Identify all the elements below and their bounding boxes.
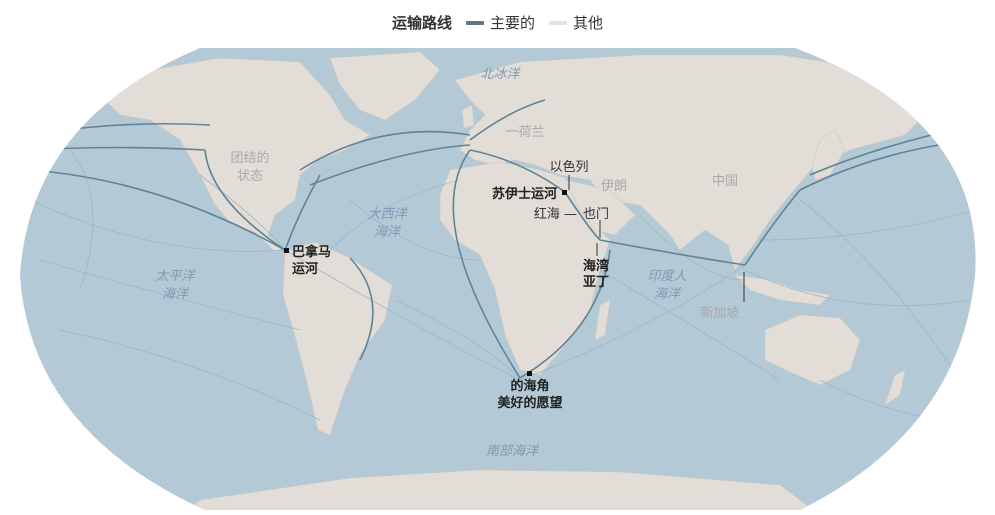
map-legend: 运输路线 主要的 其他 (0, 12, 995, 33)
route-other (29, 199, 286, 252)
route-other (349, 199, 481, 261)
region-label-usa-1: 团结的 (230, 150, 269, 166)
label-yemen: 也门 (583, 207, 609, 222)
panama-marker (284, 248, 289, 253)
legend-item-other: 其他 (549, 12, 603, 33)
label-israel: 以色列 (549, 159, 588, 175)
route-other (329, 179, 461, 251)
legend-swatch-other (549, 20, 567, 25)
antarctica-land (179, 469, 821, 510)
route-other (599, 269, 781, 381)
ocean-label-pacific-2: 海洋 (162, 287, 190, 302)
route-major-pacific-panama (29, 169, 286, 251)
route-major-caribbean (284, 174, 321, 251)
route-major-baltic (469, 99, 546, 141)
legend-title: 运输路线 (391, 14, 452, 32)
region-label-usa-2: 状态 (237, 169, 263, 184)
label-red-sea: 红海 — (534, 206, 577, 222)
route-other (519, 264, 746, 381)
madagascar-land (594, 299, 611, 341)
route-major-south-america (349, 257, 374, 361)
arabia-land (564, 179, 636, 236)
region-label-china: 中国 (712, 174, 738, 189)
australia-land (764, 314, 861, 386)
route-major-indian (599, 239, 746, 266)
major-routes (29, 99, 976, 379)
route-other (199, 174, 286, 251)
legend-label-other: 其他 (573, 14, 604, 32)
region-label-iran: 伊朗 (601, 179, 627, 194)
label-panama-1: 巴拿马 (292, 244, 331, 260)
route-major-north-atlantic (309, 144, 471, 186)
cape-marker (527, 371, 532, 376)
route-other (744, 269, 971, 307)
route-major-sea-asia (744, 189, 801, 266)
legend-swatch-major (465, 20, 484, 25)
label-singapore: 新加坡 (700, 305, 739, 321)
legend-label-major: 主要的 (489, 14, 535, 32)
new-zealand-land (884, 369, 906, 406)
label-aden-2: 亚丁 (583, 275, 609, 290)
greenland-land (329, 51, 441, 121)
route-other (394, 299, 521, 379)
route-other (39, 259, 301, 331)
label-aden-1: 海湾 (583, 258, 609, 274)
route-other (799, 199, 961, 381)
other-routes (29, 149, 976, 421)
region-label-russia: 一荷兰 (505, 125, 544, 140)
ocean-label-pacific-1: 太平洋 (155, 269, 196, 284)
route-major-atlantic-africa (452, 149, 521, 379)
land-group (99, 51, 931, 510)
route-major-red-sea (564, 191, 601, 241)
route-other (69, 149, 94, 291)
route-major-north-atlantic (299, 130, 471, 171)
label-suez: 苏伊士运河 (492, 186, 557, 202)
suez-marker (562, 190, 567, 195)
ocean-label-southern: 南部海洋 (486, 444, 540, 459)
legend-item-major: 主要的 (465, 12, 535, 33)
route-other (639, 214, 746, 281)
ocean-label-atlantic-2: 海洋 (374, 225, 402, 240)
label-cape-2: 美好的愿望 (497, 395, 562, 411)
route-major-cape (519, 249, 611, 379)
ocean-label-indian-2: 海洋 (654, 287, 682, 302)
label-panama-2: 运河 (292, 261, 318, 277)
uk-land (461, 104, 475, 129)
route-other (759, 209, 976, 241)
route-other (284, 249, 521, 381)
route-major-med (469, 149, 566, 193)
ocean-label-arctic: 北冰洋 (480, 67, 521, 82)
north-america-land (99, 57, 371, 253)
route-major-us-west (204, 149, 286, 251)
japan-land (811, 129, 846, 181)
ocean-label-indian-1: 印度人 (647, 269, 686, 284)
route-other (59, 329, 321, 421)
label-cape-1: 的海角 (510, 378, 549, 394)
indonesia-land (734, 274, 831, 306)
ocean-label-atlantic-1: 大西洋 (367, 207, 408, 222)
africa-land (439, 161, 611, 376)
